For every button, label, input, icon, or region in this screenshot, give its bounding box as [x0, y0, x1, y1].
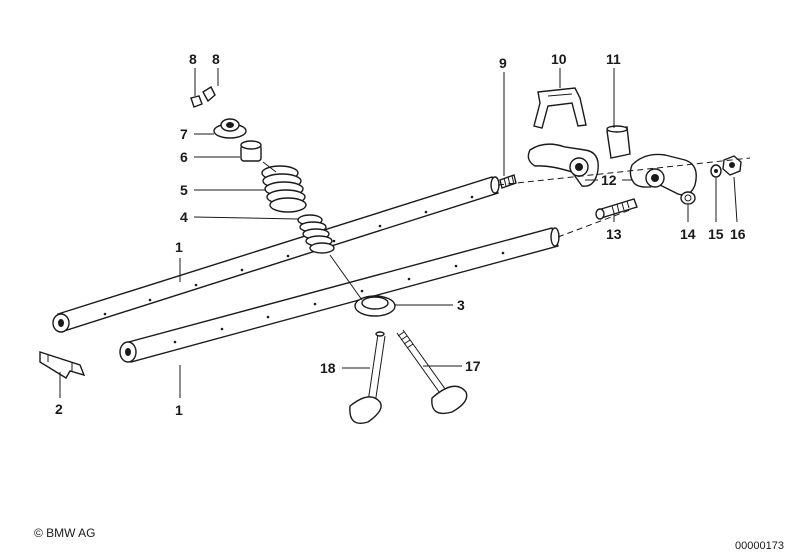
callout-13: 13 [606, 226, 622, 242]
callout-18: 18 [320, 360, 336, 376]
spring-retainer [240, 140, 262, 162]
callout-1-upper: 1 [175, 239, 183, 255]
valve-18 [349, 331, 386, 424]
callout-9: 9 [499, 55, 507, 71]
callout-5: 5 [180, 182, 188, 198]
adjusting-screw [499, 174, 517, 189]
valve-disc [354, 295, 396, 317]
valve-keeper-right [202, 85, 216, 103]
callout-17: 17 [465, 358, 481, 374]
callout-1-lower: 1 [175, 402, 183, 418]
valve-spring-inner [297, 214, 335, 254]
copyright-notice: © BMW AG [34, 526, 96, 540]
bushing [606, 125, 631, 159]
rocker-shaft-upper [52, 176, 500, 333]
valve-cap [213, 118, 247, 139]
leader-lines [59, 68, 738, 398]
callout-16: 16 [730, 226, 746, 242]
document-number: 00000173 [735, 540, 784, 552]
callout-11: 11 [606, 51, 621, 67]
rocker-arm-right [629, 153, 697, 196]
callout-8-right: 8 [212, 51, 220, 67]
callout-14: 14 [680, 226, 696, 242]
spring-clip [533, 87, 587, 129]
callout-10: 10 [551, 51, 567, 67]
valve-keeper-left [190, 95, 203, 108]
callout-4: 4 [180, 209, 188, 225]
callout-12: 12 [601, 172, 617, 188]
callout-6: 6 [180, 149, 188, 165]
nut [680, 191, 696, 205]
valve-spring-outer [261, 165, 307, 213]
callout-3: 3 [457, 297, 465, 313]
hex-bolt [595, 198, 638, 220]
callout-7: 7 [180, 126, 188, 142]
callout-15: 15 [708, 226, 724, 242]
retaining-plate [39, 351, 86, 379]
rocker-shaft-lower [119, 227, 560, 363]
assembly-axes [262, 157, 751, 301]
callout-2: 2 [55, 401, 63, 417]
valve-17 [396, 329, 468, 415]
washer [710, 164, 722, 178]
callout-8-left: 8 [189, 51, 197, 67]
